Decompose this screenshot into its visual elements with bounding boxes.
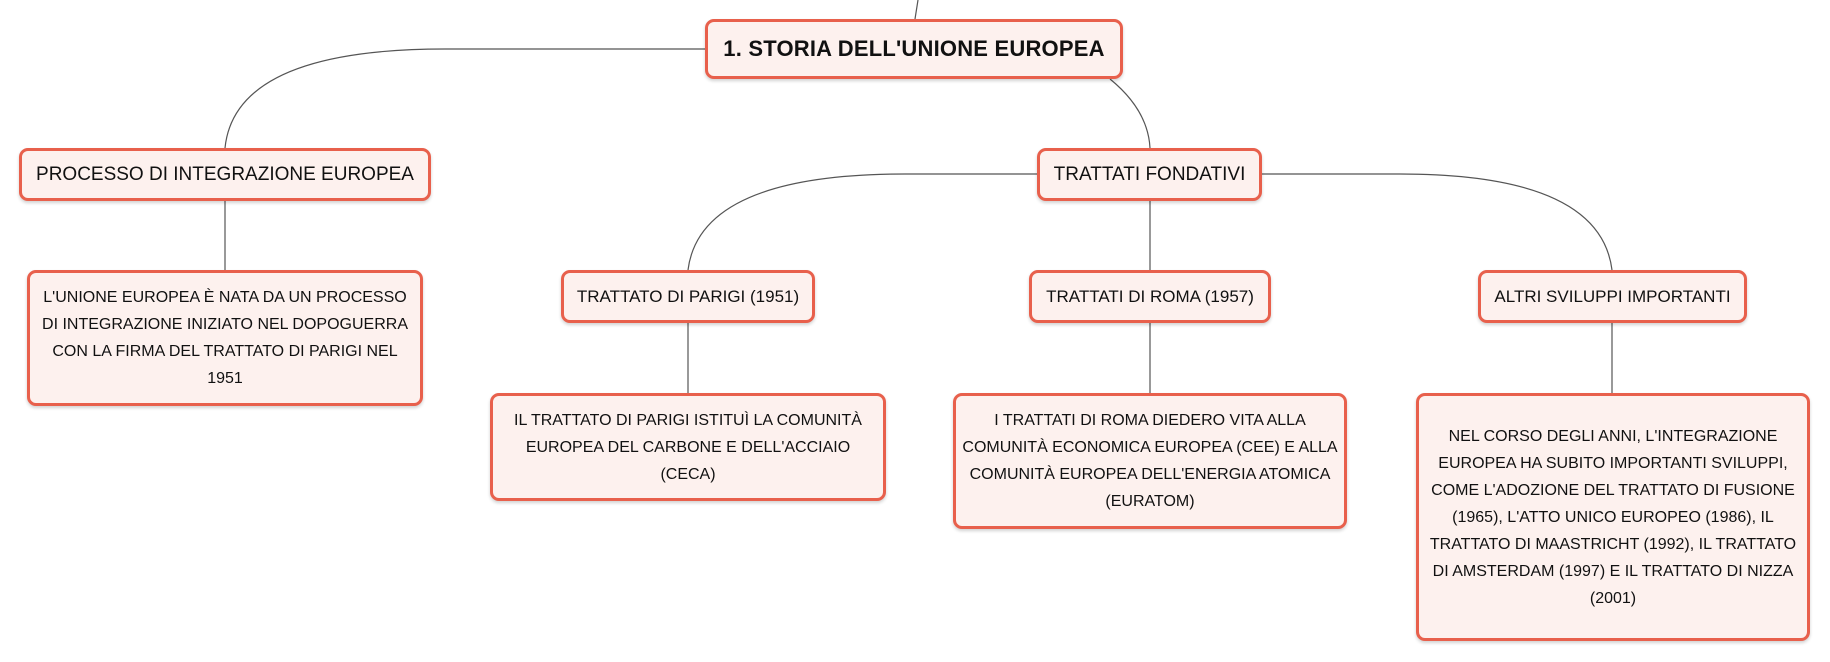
subtopic-altri-sviluppi[interactable]: ALTRI SVILUPPI IMPORTANTI	[1478, 270, 1747, 323]
topic-trattati-fondativi[interactable]: TRATTATI FONDATIVI	[1037, 148, 1262, 201]
subtopic-trattato-parigi[interactable]: TRATTATO DI PARIGI (1951)	[561, 270, 815, 323]
root-node-label: 1. STORIA DELL'UNIONE EUROPEA	[723, 36, 1105, 61]
connector-trattati-to-parigi	[687, 173, 1037, 271]
connector-root-to-trattati	[1109, 78, 1151, 149]
detail-processo-integrazione[interactable]: L'UNIONE EUROPEA È NATA DA UN PROCESSO D…	[27, 270, 423, 406]
detail-trattati-roma-text: I TRATTATI DI ROMA DIEDERO VITA ALLA COM…	[962, 412, 1338, 510]
subtopic-trattati-roma[interactable]: TRATTATI DI ROMA (1957)	[1029, 270, 1271, 323]
subtopic-trattati-roma-label: TRATTATI DI ROMA (1957)	[1046, 286, 1254, 306]
detail-processo-integrazione-text: L'UNIONE EUROPEA È NATA DA UN PROCESSO D…	[42, 289, 408, 387]
detail-trattati-roma[interactable]: I TRATTATI DI ROMA DIEDERO VITA ALLA COM…	[953, 393, 1347, 529]
detail-altri-sviluppi[interactable]: NEL CORSO DEGLI ANNI, L'INTEGRAZIONE EUR…	[1416, 393, 1810, 641]
subtopic-trattato-parigi-label: TRATTATO DI PARIGI (1951)	[576, 286, 800, 306]
topic-trattati-fondativi-label: TRATTATI FONDATIVI	[1053, 163, 1246, 185]
connector-trattati-to-altri	[1262, 173, 1613, 271]
detail-altri-sviluppi-text: NEL CORSO DEGLI ANNI, L'INTEGRAZIONE EUR…	[1429, 427, 1797, 607]
root-node[interactable]: 1. STORIA DELL'UNIONE EUROPEA	[705, 19, 1123, 79]
detail-trattato-parigi[interactable]: IL TRATTATO DI PARIGI ISTITUÌ LA COMUNIT…	[490, 393, 886, 501]
topic-processo-integrazione-label: PROCESSO DI INTEGRAZIONE EUROPEA	[36, 163, 414, 185]
detail-trattato-parigi-text: IL TRATTATO DI PARIGI ISTITUÌ LA COMUNIT…	[514, 411, 862, 483]
topic-processo-integrazione[interactable]: PROCESSO DI INTEGRAZIONE EUROPEA	[19, 148, 431, 201]
connector-root-to-integrazione	[224, 48, 705, 149]
connector-top-stub	[914, 0, 919, 20]
subtopic-altri-sviluppi-label: ALTRI SVILUPPI IMPORTANTI	[1494, 286, 1731, 306]
